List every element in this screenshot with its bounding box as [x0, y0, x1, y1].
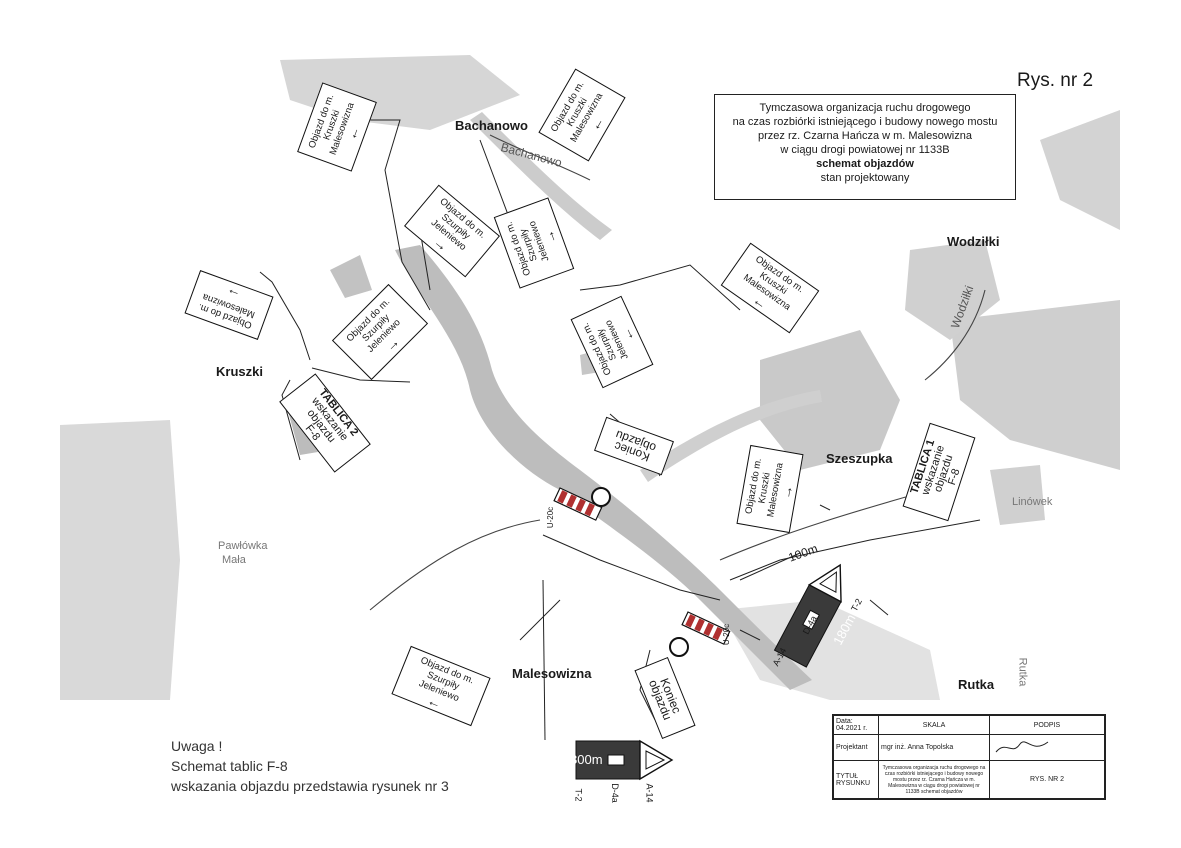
title-line: w ciągu drogi powiatowej nr 1133B: [780, 144, 950, 156]
title-block-cell: Projektant: [833, 734, 879, 762]
callout-line: [519, 599, 561, 641]
arrow-left-icon: ←: [616, 325, 638, 345]
place-kruszki: Kruszki: [216, 364, 263, 379]
title-block-cell: Data:04.2021 r.: [833, 714, 879, 736]
title-block-row: TYTUŁ RYSUNKU Tymczasowa organizacja ruc…: [833, 760, 1105, 799]
title-block-row: Projektant mgr inż. Anna Topolska: [833, 734, 1105, 762]
road-wodzilki: [924, 289, 986, 381]
date-label: Data:: [836, 718, 853, 726]
signature-mark: [995, 741, 1049, 753]
title-line: przez rz. Czarna Hańcza w m. Malesowizna: [758, 130, 972, 142]
forest-east: [950, 300, 1120, 470]
callout-line: [542, 579, 546, 741]
forest-center: [760, 330, 900, 470]
u20c-sign-north: [591, 487, 611, 507]
place-malesowizna: Malesowizna: [512, 666, 592, 681]
road-bachanowo: [489, 134, 591, 181]
note-line: Schemat tablic F-8: [171, 758, 288, 774]
sign-d4a-label-south: D-4a: [609, 783, 620, 803]
pond-linowek: [990, 465, 1045, 525]
title-block-row: Data:04.2021 r. SKALA PODPIS: [833, 714, 1105, 736]
sign-a14-label-south: A-14: [644, 783, 655, 803]
drawing-title-value: Tymczasowa organizacja ruchu drogowego n…: [882, 764, 986, 795]
title-box: Tymczasowa organizacja ruchu drogowego n…: [714, 94, 1016, 200]
figure-label: Rys. nr 2: [1017, 70, 1094, 91]
callout-line: [311, 367, 411, 383]
arrow-left-icon: ←: [585, 113, 607, 134]
pond-small-1: [330, 255, 372, 298]
date-value: 04.2021 r.: [836, 725, 868, 733]
callout-line: [729, 519, 981, 581]
sign-t2-label-south: T-2: [573, 788, 584, 802]
drawing-title-block: Data:04.2021 r. SKALA PODPIS Projektant …: [832, 714, 1106, 800]
scale-label: SKALA: [922, 721, 946, 729]
forest-northeast: [1040, 110, 1120, 230]
arrow-left-icon: ←: [342, 123, 363, 142]
u20c-label-north: U-20c: [546, 506, 556, 529]
title-line: stan projektowany: [820, 172, 910, 184]
title-block-cell: TYTUŁ RYSUNKU: [833, 760, 879, 799]
callout-line: [869, 599, 889, 616]
callout-line: [542, 534, 721, 601]
callout-line: [259, 271, 311, 361]
river-east-branch: [640, 390, 822, 482]
place-linowek: Linówek: [1012, 496, 1053, 508]
title-block-table: Data:04.2021 r. SKALA PODPIS Projektant …: [833, 714, 1105, 799]
callout-line: [739, 629, 761, 641]
tablica-code: F-8: [945, 467, 963, 487]
title-block-cell: SKALA: [878, 714, 990, 736]
road-label-rutka: Rutka: [1016, 657, 1029, 687]
note-line: wskazania objazdu przedstawia rysunek nr…: [171, 778, 449, 794]
callout-line: [281, 379, 301, 461]
signature-cell: [989, 734, 1105, 762]
title-block-cell: mgr inż. Anna Topolska: [878, 734, 990, 762]
barrier-south: [681, 611, 731, 645]
forest-west: [60, 420, 180, 700]
callout-line: [335, 119, 431, 311]
place-pawlowka: Pawłówka: [218, 540, 268, 552]
river-north-branch: [470, 112, 612, 240]
river-czarna-hancza: [395, 245, 812, 690]
signature-label: PODPIS: [1033, 721, 1061, 729]
place-bachanowo: Bachanowo: [455, 118, 528, 133]
barrier-north: [553, 487, 603, 521]
sign-set-south: [575, 739, 674, 781]
callout-line: [819, 504, 831, 511]
title-block-cell: Tymczasowa organizacja ruchu drogowego n…: [878, 760, 990, 799]
title-block-cell: PODPIS: [989, 714, 1105, 736]
note-line: Uwaga !: [171, 738, 223, 754]
title-line: schemat objazdów: [715, 157, 1015, 171]
arrow-right-icon: →: [777, 483, 796, 501]
designer-label: Projektant: [836, 744, 868, 752]
place-wodzilki: Wodziłki: [947, 234, 1000, 249]
title-line: Tymczasowa organizacja ruchu drogowego: [759, 102, 971, 114]
drawing-title-label: TYTUŁ RYSUNKU: [836, 772, 871, 787]
title-block-cell: RYS. NR 2: [989, 760, 1105, 799]
u20c-sign-south: [669, 637, 689, 657]
title-bold-line: schemat objazdów: [816, 158, 914, 170]
place-pawlowka-2: Mała: [222, 554, 246, 566]
title-line: na czas rozbiórki istniejącego i budowy …: [732, 116, 998, 128]
callout-line: [579, 264, 741, 311]
arrow-right-icon: →: [539, 228, 560, 247]
u20c-label-south: U-20c: [722, 623, 732, 646]
road-main-sw: [369, 519, 541, 611]
arrow-right-icon: →: [223, 284, 243, 305]
arrow-left-icon: ←: [425, 691, 445, 712]
note: Uwaga ! Schemat tablic F-8 wskazania obj…: [171, 736, 449, 796]
place-rutka: Rutka: [958, 677, 995, 692]
scale-line: [739, 552, 801, 581]
sign-set-east: [773, 563, 842, 668]
drawing-number: RYS. NR 2: [1029, 776, 1065, 784]
t2-label-800m: 800m: [570, 752, 603, 767]
designer-name: mgr inż. Anna Topolska: [881, 744, 954, 752]
place-szeszupka: Szeszupka: [826, 451, 893, 466]
